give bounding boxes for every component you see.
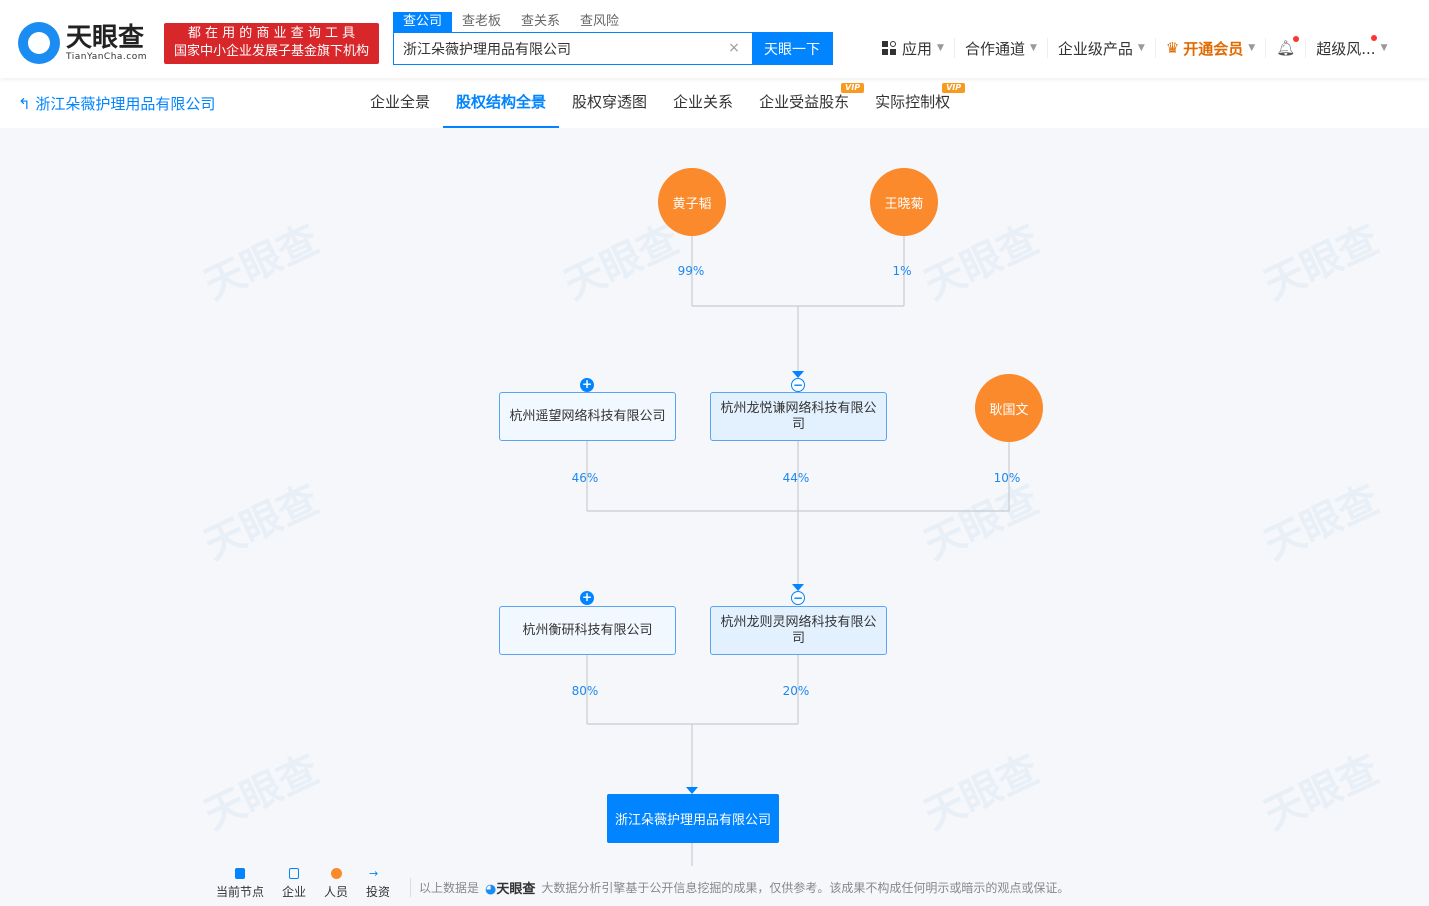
vip-badge: VIP bbox=[942, 83, 966, 93]
person-node-icon bbox=[330, 868, 342, 879]
caret-down-icon: ▼ bbox=[1248, 43, 1256, 53]
nav-enterprise-label: 企业级产品 bbox=[1057, 39, 1133, 58]
logo-domain: TianYanCha.com bbox=[66, 52, 148, 62]
percent-label: 46% bbox=[571, 471, 599, 485]
disclaimer-text: 大数据分析引擎基于公开信息挖掘的成果，仅供参考。该成果不构成任何明示或暗示的观点… bbox=[541, 881, 1070, 895]
tab-label: 企业受益股东 bbox=[759, 93, 850, 111]
search-box: × 天眼一下 bbox=[393, 32, 833, 65]
person-node[interactable]: 耿国文 bbox=[975, 374, 1043, 442]
percent-label: 44% bbox=[782, 471, 810, 485]
back-link[interactable]: ↰ 浙江朵薇护理用品有限公司 bbox=[18, 93, 215, 114]
percent-label: 80% bbox=[571, 684, 599, 698]
search-tab-relation[interactable]: 查关系 bbox=[521, 14, 561, 29]
tab-relations[interactable]: 企业关系 bbox=[673, 93, 734, 111]
legend-person: 人员 bbox=[324, 868, 348, 900]
company-node[interactable]: 杭州龙悦谦网络科技有限公司 bbox=[710, 392, 887, 441]
search-tab-company[interactable]: 查公司 bbox=[393, 12, 453, 32]
legend-label: 人员 bbox=[324, 885, 349, 899]
bell-icon: 🔔︎ bbox=[1276, 39, 1296, 57]
percent-label: 99% bbox=[677, 264, 705, 278]
legend-invest: → 投资 bbox=[366, 868, 390, 900]
arrow-right-icon: → bbox=[369, 867, 379, 880]
collapse-icon[interactable]: − bbox=[791, 378, 805, 392]
current-node-icon bbox=[235, 868, 245, 879]
arrow-icon bbox=[686, 787, 698, 794]
arrow-icon bbox=[792, 584, 804, 591]
company-node-icon bbox=[289, 868, 300, 879]
company-node[interactable]: 杭州衡研科技有限公司 bbox=[499, 606, 676, 655]
slogan-line2: 国家中小企业发展子基金旗下机构 bbox=[173, 44, 369, 59]
user-menu[interactable]: 超级风... ▼ bbox=[1306, 35, 1397, 58]
apps-grid-icon bbox=[882, 41, 896, 55]
tab-overview[interactable]: 企业全景 bbox=[370, 93, 431, 111]
legend: 当前节点 企业 人员 → 投资 bbox=[216, 868, 408, 900]
back-arrow-icon: ↰ bbox=[18, 95, 31, 113]
tab-equity-structure[interactable]: 股权结构全景 bbox=[443, 78, 560, 128]
caret-down-icon: ▼ bbox=[1029, 43, 1037, 53]
nav-apps[interactable]: 应用 ▼ bbox=[872, 38, 955, 58]
user-name: 超级风... bbox=[1316, 39, 1376, 58]
legend-label: 企业 bbox=[282, 885, 307, 899]
sub-nav: ↰ 浙江朵薇护理用品有限公司 企业全景 股权结构全景 股权穿透图 企业关系 企业… bbox=[0, 78, 1429, 128]
tab-equity-penetration[interactable]: 股权穿透图 bbox=[572, 93, 648, 111]
person-node[interactable]: 黄子韬 bbox=[658, 168, 726, 236]
slogan-line1: 都 在 用 的 商 业 查 询 工 具 bbox=[187, 26, 356, 41]
company-node[interactable]: 杭州遥望网络科技有限公司 bbox=[499, 392, 676, 441]
search-input[interactable] bbox=[394, 33, 724, 64]
company-name: 浙江朵薇护理用品有限公司 bbox=[35, 95, 216, 113]
disclaimer-prefix: 以上数据是 bbox=[419, 881, 480, 895]
search-button[interactable]: 天眼一下 bbox=[752, 33, 832, 64]
expand-icon[interactable]: + bbox=[580, 590, 594, 605]
logo[interactable]: 天眼查 TianYanCha.com bbox=[18, 22, 147, 64]
nav-vip[interactable]: ♛开通会员 ▼ bbox=[1156, 38, 1267, 58]
nav-vip-label: 开通会员 bbox=[1183, 39, 1244, 58]
search-tabs: 查公司 查老板 查关系 查风险 bbox=[393, 12, 629, 32]
nav-cooperation[interactable]: 合作通道 ▼ bbox=[955, 38, 1048, 58]
search-tab-boss[interactable]: 查老板 bbox=[462, 14, 502, 29]
slogan-banner: 都 在 用 的 商 业 查 询 工 具 国家中小企业发展子基金旗下机构 bbox=[164, 23, 379, 64]
company-node[interactable]: 杭州龙则灵网络科技有限公司 bbox=[710, 606, 887, 655]
percent-label: 20% bbox=[782, 684, 810, 698]
current-company-node[interactable]: 浙江朵薇护理用品有限公司 bbox=[607, 794, 779, 843]
caret-down-icon: ▼ bbox=[1137, 43, 1145, 53]
nav-enterprise[interactable]: 企业级产品 ▼ bbox=[1048, 38, 1156, 58]
notification-bell[interactable]: 🔔︎ bbox=[1266, 36, 1307, 58]
collapse-icon[interactable]: − bbox=[791, 591, 805, 605]
percent-label: 1% bbox=[892, 264, 912, 278]
logo-icon bbox=[18, 22, 60, 64]
disclaimer: 以上数据是 ◕天眼查 大数据分析引擎基于公开信息挖掘的成果，仅供参考。该成果不构… bbox=[410, 878, 1069, 897]
caret-down-icon: ▼ bbox=[1380, 43, 1388, 53]
brand-text: 天眼查 bbox=[496, 882, 536, 897]
arrow-icon bbox=[792, 371, 804, 378]
caret-down-icon: ▼ bbox=[937, 43, 944, 53]
legend-label: 投资 bbox=[366, 885, 391, 899]
crown-icon: ♛ bbox=[1165, 39, 1180, 57]
tab-label: 实际控制权 bbox=[875, 93, 951, 111]
notification-dot bbox=[1293, 36, 1300, 42]
logo-icon: ◕ bbox=[485, 882, 497, 897]
percent-label: 10% bbox=[993, 471, 1021, 485]
vip-badge: VIP bbox=[841, 83, 865, 93]
nav-cooperation-label: 合作通道 bbox=[964, 39, 1025, 58]
brand-logo: ◕天眼查 bbox=[485, 878, 535, 897]
expand-icon[interactable]: + bbox=[580, 377, 594, 392]
nav-apps-label: 应用 bbox=[902, 39, 933, 58]
person-node[interactable]: 王晓菊 bbox=[870, 168, 938, 236]
user-dot bbox=[1371, 35, 1378, 41]
clear-icon[interactable]: × bbox=[728, 40, 740, 56]
legend-current: 当前节点 bbox=[216, 868, 264, 900]
top-nav: 应用 ▼ 合作通道 ▼ 企业级产品 ▼ ♛开通会员 ▼ 🔔︎ 超级风... ▼ bbox=[872, 35, 1397, 58]
legend-label: 当前节点 bbox=[216, 885, 265, 899]
legend-company: 企业 bbox=[282, 868, 306, 900]
header: 天眼查 TianYanCha.com 都 在 用 的 商 业 查 询 工 具 国… bbox=[0, 0, 1429, 78]
search-tab-risk[interactable]: 查风险 bbox=[580, 14, 620, 29]
logo-text: 天眼查 bbox=[66, 23, 145, 53]
